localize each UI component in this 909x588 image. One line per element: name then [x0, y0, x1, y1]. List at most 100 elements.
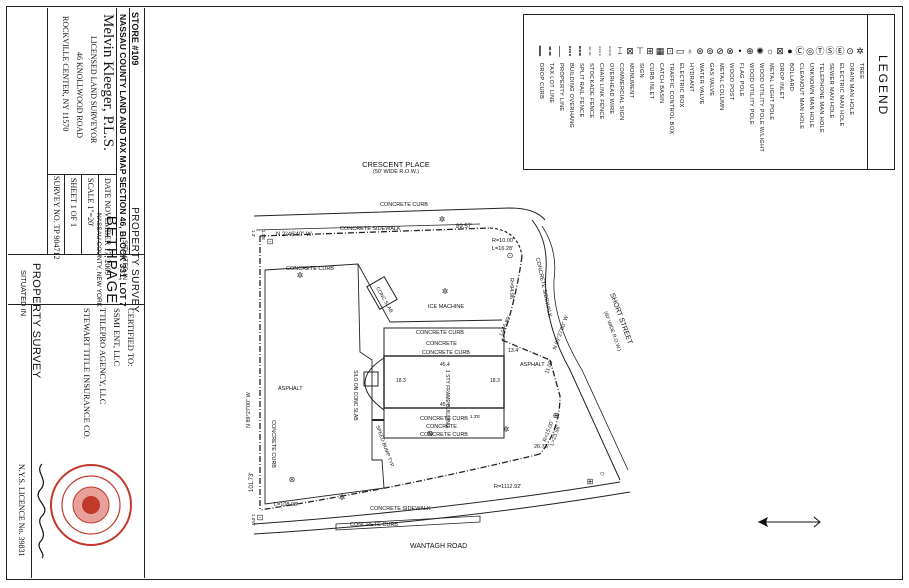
- site-plan: ✲ ✲ ✲ ✲ ✲ ⊛ ⊛ ○ ⊞ ⊕ ⊙ ⊡ ⊡ CRESCENT PLACE…: [150, 160, 850, 570]
- short-street-sidewalk: [541, 225, 629, 471]
- legend-item-label: ELECTRIC BOX: [678, 63, 684, 108]
- monument-icon: ⊠: [626, 46, 634, 56]
- sewer-manhole-icon: Ⓢ: [825, 46, 835, 56]
- legend-item-label: BUILDING OVERHANG: [568, 63, 574, 129]
- legend-item-label: HYDRANT: [688, 63, 694, 93]
- legend-item-label: MONUMENT: [628, 63, 634, 99]
- legend-item: ♁HYDRANT: [684, 15, 696, 169]
- drop-inlet-icon: ⊠: [776, 46, 784, 56]
- tax-lot-line-icon: ╏: [547, 46, 553, 56]
- legend-item: ┊CHAIN LINK FENCE: [594, 15, 606, 169]
- legend-item-label: BOLLARD: [788, 63, 794, 92]
- dim-13-4: 13.4': [508, 348, 519, 354]
- legend-item: ┋BUILDING OVERHANG: [564, 15, 576, 169]
- tree-icon: ✲: [856, 46, 864, 56]
- legend-item: ⊠DROP INLET: [774, 15, 786, 169]
- situated-in-label: SITUATED IN: [121, 240, 128, 280]
- east-short-line: [501, 339, 551, 361]
- divider: [64, 174, 65, 254]
- tree-icon: ✲: [503, 425, 510, 434]
- short-street-curb: [531, 219, 621, 481]
- survey-number: SURVEY NO. TP 904712: [52, 176, 61, 260]
- short-sidewalk-label: CONCRETE SIDEWALK: [534, 257, 553, 318]
- se-arc-line: [539, 359, 561, 455]
- arc-4-label: R=1112.92': [494, 484, 521, 490]
- title-block: STORE #109 NASSAU COUNTY LAND AND TAX MA…: [8, 8, 145, 578]
- gas-valve-icon: ⊚: [706, 46, 714, 56]
- signature-stroke: [37, 463, 46, 559]
- legend-item: ▭ELECTRIC BOX: [674, 15, 686, 169]
- arc-radius-1: R=10.00': [492, 238, 514, 244]
- building-dim-left: 18.3: [396, 378, 406, 384]
- legend-item: ▦CATCH BASIN: [654, 15, 666, 169]
- traffic-control-box-icon: ⊡: [666, 46, 674, 56]
- north-property-line: [259, 227, 491, 237]
- legend-item-label: DROP CURB: [538, 63, 544, 100]
- licence-number: N.Y.S. LICENCE No. 39831: [17, 464, 26, 557]
- arc-length-2: L=46.89': [498, 315, 512, 337]
- sign-icon: ⊙: [507, 251, 514, 260]
- survey-sheet-number: SHEET 1 OF 1: [69, 178, 78, 227]
- building-dim-right: 18.3: [490, 378, 500, 384]
- conc-slab-outline: [366, 276, 398, 310]
- sheet-border: [6, 6, 903, 580]
- wood-utility-pole-icon: ⊕: [746, 46, 754, 56]
- legend-item: ⊚GAS VALVE: [704, 15, 716, 169]
- arc-radius-2: R=94.96': [508, 278, 514, 300]
- wantagh-curb-label: CONCRETE CURB: [350, 522, 398, 528]
- curb-inlet-icon: ⊞: [646, 46, 654, 56]
- wantagh-curb-island: [335, 515, 481, 531]
- legend-item-label: TREE: [858, 63, 864, 80]
- legend-item: ⊡TRAFFIC CONTROL BOX: [664, 15, 676, 169]
- legend-item-label: STOCKADE FENCE: [588, 63, 594, 119]
- property-title-area: PROPERTY SURVEY SITUATED IN BETHPAGE NAS…: [95, 180, 144, 340]
- unknown-manhole-icon: ◎: [806, 46, 814, 56]
- legend-item-label: COMMERCIAL SIGN: [618, 63, 624, 121]
- legend-item: ✲ TREE: [854, 15, 866, 169]
- north-arrow-tail: [813, 516, 821, 528]
- ln-note-1: 1.3': [251, 230, 256, 237]
- commercial-sign-icon: ⌶: [617, 46, 623, 56]
- legend-item: ┆ OVERHEAD WIRE: [604, 15, 616, 169]
- south-concrete-label: CONCRETE: [426, 424, 457, 430]
- building-label: 1 STY FRAME BUILDING: [444, 370, 450, 428]
- legend-item-label: OVERHEAD WIRE: [608, 63, 614, 115]
- water-valve-icon: ⊞: [587, 477, 594, 486]
- legend-item-label: PROPERTY LINE: [558, 63, 564, 112]
- ln-note-2: 1.3'E: [261, 230, 266, 240]
- seal-inner-ring: [61, 475, 121, 535]
- west-concrete-curb-label: CONCRETE CURB: [286, 266, 334, 272]
- metal-column-icon: ⊘: [716, 46, 724, 56]
- legend-item-label: WOOD POST: [728, 63, 734, 101]
- legend-item: ⊗ WOOD POST: [724, 15, 736, 169]
- legend-item: ⊙DRAIN MAN HOLE: [844, 15, 856, 169]
- west-asphalt-curb: [264, 263, 385, 505]
- ice-machine-tree-icon: ✲: [442, 287, 449, 296]
- legend-item: ●BOLLARD: [784, 15, 796, 169]
- telephone-manhole-icon: Ⓣ: [815, 46, 825, 56]
- south-concrete-curb-2: CONCRETE CURB: [420, 432, 468, 438]
- surveyor-signature: [37, 463, 46, 559]
- site-plan-drawing: ✲ ✲ ✲ ✲ ✲ ⊛ ⊛ ○ ⊞ ⊕ ⊙ ⊡ ⊡ CRESCENT PLACE…: [246, 165, 633, 550]
- ln-note-4: 1.3'E: [470, 414, 480, 419]
- wood-post-icon: ⊗: [726, 46, 734, 56]
- electric-manhole-icon: Ⓔ: [835, 46, 845, 56]
- ice-machine-label: ICE MACHINE: [428, 304, 464, 310]
- legend-item-label: WATER VALVE: [698, 63, 704, 105]
- manhole-icon: ⊛: [427, 429, 434, 438]
- west-bearing: N 89°27'00" W: [246, 391, 252, 428]
- west-concrete-curb-vertical: CONCRETE CURB: [270, 420, 276, 468]
- crescent-sidewalk-label: CONCRETE SIDEWALK: [340, 226, 401, 232]
- seal-outer-ring: [50, 464, 132, 546]
- legend-item-label: TELEPHONE MAN HOLE: [818, 63, 824, 134]
- overhead-wire-icon: ┆: [607, 46, 613, 56]
- monument-icon: ⊡: [257, 513, 264, 522]
- ice-machine-area-edge: [357, 263, 503, 323]
- town-name: BETHPAGE: [103, 215, 120, 305]
- situated-in: SITUATED IN: [19, 270, 28, 317]
- arc-length-1: L=16.28': [492, 246, 513, 252]
- property-title-rotated: PROPERTY SURVEY SITUATED IN BETHPAGE NAS…: [95, 180, 140, 340]
- legend-item: ⌶ COMMERCIAL SIGN: [614, 15, 626, 169]
- south-property-line: [259, 453, 541, 511]
